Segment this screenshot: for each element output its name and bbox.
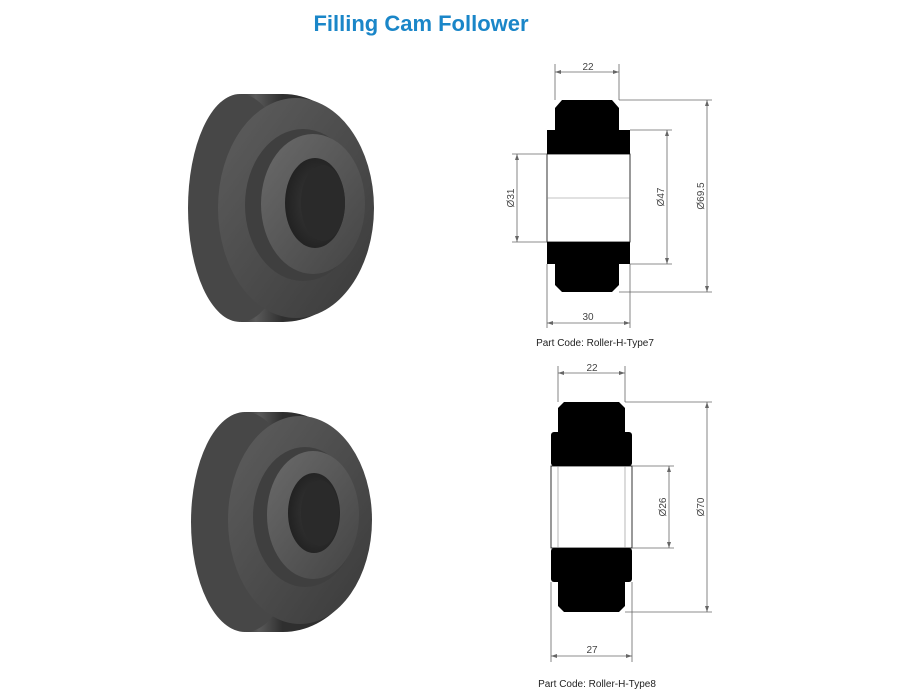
dim-width-top: 22 bbox=[582, 62, 594, 73]
dim-width-bottom: 30 bbox=[582, 312, 594, 323]
dim-width-bottom: 27 bbox=[586, 645, 598, 656]
dim-shoulder: Ø47 bbox=[656, 187, 667, 206]
dim-width-top: 22 bbox=[586, 363, 598, 374]
dim-bore: Ø31 bbox=[506, 188, 517, 207]
dim-outer: Ø69.5 bbox=[696, 182, 707, 210]
roller-type7-drawing: 22 30 Ø31 Ø47 Ø69.5 Part Code: Roller-H-… bbox=[506, 62, 712, 349]
page-title: Filling Cam Follower bbox=[313, 11, 529, 36]
part-code-type7: Part Code: Roller-H-Type7 bbox=[536, 338, 654, 349]
roller-type7-render bbox=[188, 94, 374, 322]
roller-type8-render bbox=[191, 412, 372, 632]
part-code-type8: Part Code: Roller-H-Type8 bbox=[538, 679, 656, 690]
roller-type8-drawing: 22 27 Ø26 Ø70 Part Code: Roller-H-Type8 bbox=[538, 363, 712, 690]
dim-outer: Ø70 bbox=[696, 497, 707, 516]
dim-bore: Ø26 bbox=[658, 497, 669, 516]
